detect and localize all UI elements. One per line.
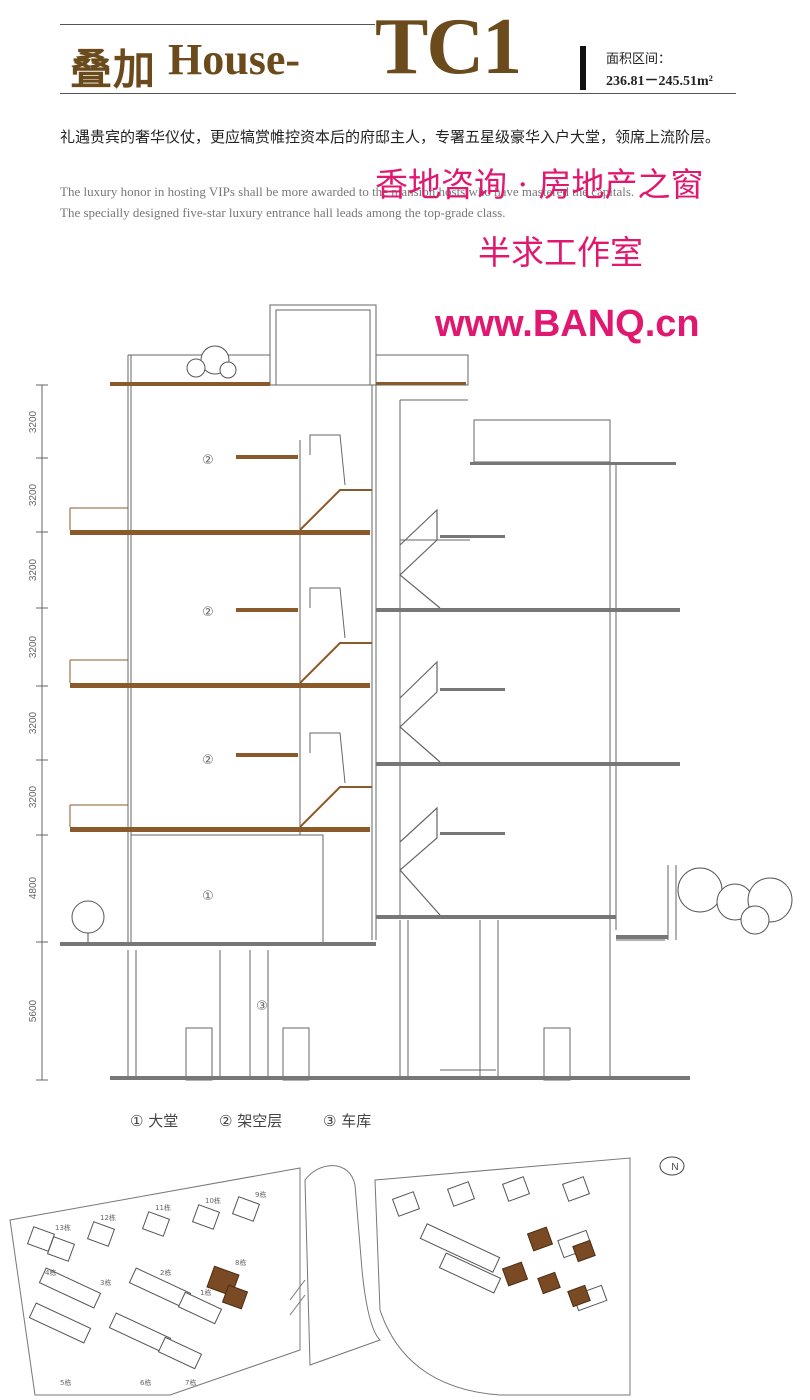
dim-label-8: 5600 <box>28 999 39 1022</box>
legend-item-stilt-floor: ② 架空层 <box>219 1112 283 1130</box>
building-label-13: 13栋 <box>55 1223 71 1232</box>
legend-item-lobby: ① 大堂 <box>130 1112 179 1130</box>
dim-label-3: 3200 <box>28 558 39 581</box>
title-house: House- <box>168 35 300 84</box>
legend-item-garage: ③ 车库 <box>323 1112 372 1130</box>
title-chinese: 叠加 <box>70 45 157 94</box>
header-divider-bar <box>580 46 586 90</box>
building-label-10: 10栋 <box>205 1196 221 1205</box>
dim-label-1: 3200 <box>28 410 39 433</box>
header-rule-top <box>60 24 375 25</box>
header-rule-bottom <box>60 93 736 94</box>
room-marker-floor2: ② <box>202 605 214 620</box>
legend: ① 大堂 ② 架空层 ③ 车库 <box>130 1110 407 1131</box>
building-label-11: 11栋 <box>155 1203 171 1212</box>
description-english-line2: The specially designed five-star luxury … <box>60 205 506 220</box>
building-label-4: 4栋 <box>45 1268 56 1277</box>
building-label-3: 3栋 <box>100 1278 111 1287</box>
building-section-drawing: ② ② ② ① ③ 3200 3200 3200 3200 3200 3200 … <box>28 304 793 1081</box>
building-label-2: 2栋 <box>160 1268 171 1277</box>
building-label-5: 5栋 <box>60 1378 71 1387</box>
room-marker-floor1: ② <box>202 753 214 768</box>
north-arrow-icon <box>659 1156 685 1176</box>
room-marker-floor3: ② <box>202 453 214 468</box>
dim-label-5: 3200 <box>28 711 39 734</box>
area-label: 面积区间： <box>606 52 672 67</box>
watermark-line1: 香地咨询 · 房地产之窗 <box>375 165 704 204</box>
north-label: N <box>671 1162 678 1173</box>
description-english-line1: The luxury honor in hosting VIPs shall b… <box>60 184 635 199</box>
building-label-8: 8栋 <box>235 1258 246 1267</box>
area-value: 236.81－245.51m² <box>606 74 713 89</box>
site-plan: N 13栋 12栋 11栋 10栋 <box>9 1156 685 1396</box>
building-label-1: 1栋 <box>200 1288 211 1297</box>
watermark-line2: 半求工作室 <box>478 233 643 272</box>
dim-label-4: 3200 <box>28 635 39 658</box>
dim-label-6: 3200 <box>28 785 39 808</box>
room-marker-lobby: ① <box>202 889 214 904</box>
title-code: TC1 <box>375 3 522 91</box>
building-label-7: 7栋 <box>185 1378 196 1387</box>
watermark-url: www.BANQ.cn <box>435 303 700 345</box>
building-label-9: 9栋 <box>255 1190 266 1199</box>
dim-label-2: 3200 <box>28 483 39 506</box>
building-label-12: 12栋 <box>100 1213 116 1222</box>
description-chinese: 礼遇贵宾的奢华仪仗，更应犒赏帷控资本后的府邸主人，专署五星级豪华入户大堂，领席上… <box>60 128 721 146</box>
room-marker-garage: ③ <box>256 999 268 1014</box>
building-label-6: 6栋 <box>140 1378 151 1387</box>
dim-label-7: 4800 <box>28 876 39 899</box>
